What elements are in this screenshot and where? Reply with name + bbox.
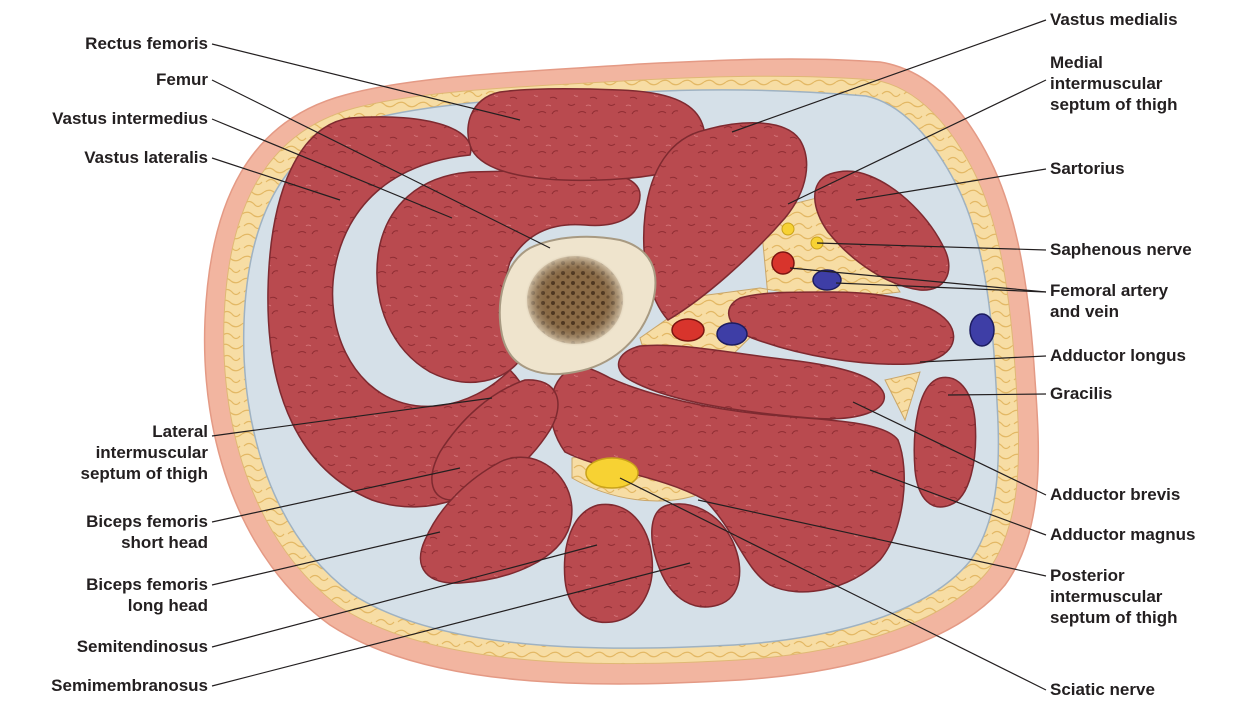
label-vastus-lateralis: Vastus lateralis bbox=[84, 147, 208, 168]
label-sartorius: Sartorius bbox=[1050, 158, 1125, 179]
gracilis-muscle bbox=[914, 377, 975, 507]
great-saphenous-vein bbox=[970, 314, 994, 346]
label-adductor-brevis: Adductor brevis bbox=[1050, 484, 1180, 505]
label-gracilis: Gracilis bbox=[1050, 383, 1112, 404]
label-rectus-femoris: Rectus femoris bbox=[85, 33, 208, 54]
label-biceps-femoris-short-head: Biceps femoris short head bbox=[86, 511, 208, 553]
label-semimembranosus: Semimembranosus bbox=[51, 675, 208, 696]
femur-marrow-fade bbox=[525, 254, 625, 346]
femoral-vein bbox=[813, 270, 841, 290]
label-vastus-medialis: Vastus medialis bbox=[1050, 9, 1178, 30]
label-posterior-intermuscular-septum: Posterior intermuscular septum of thigh bbox=[1050, 565, 1177, 628]
label-adductor-longus: Adductor longus bbox=[1050, 345, 1186, 366]
femoral-artery bbox=[772, 252, 794, 274]
label-medial-intermuscular-septum: Medial intermuscular septum of thigh bbox=[1050, 52, 1177, 115]
label-lateral-intermuscular-septum: Lateral intermuscular septum of thigh bbox=[81, 421, 208, 484]
deep-femoral-vein bbox=[717, 323, 747, 345]
label-adductor-magnus: Adductor magnus bbox=[1050, 524, 1195, 545]
label-femoral-artery-and-vein: Femoral artery and vein bbox=[1050, 280, 1168, 322]
label-sciatic-nerve: Sciatic nerve bbox=[1050, 679, 1155, 700]
deep-femoral-artery bbox=[672, 319, 704, 341]
label-femur: Femur bbox=[156, 69, 208, 90]
label-biceps-femoris-long-head: Biceps femoris long head bbox=[86, 574, 208, 616]
semitendinosus-muscle bbox=[564, 504, 652, 622]
nerve-dot-small bbox=[782, 223, 794, 235]
label-semitendinosus: Semitendinosus bbox=[77, 636, 208, 657]
label-saphenous-nerve: Saphenous nerve bbox=[1050, 239, 1192, 260]
label-vastus-intermedius: Vastus intermedius bbox=[52, 108, 208, 129]
